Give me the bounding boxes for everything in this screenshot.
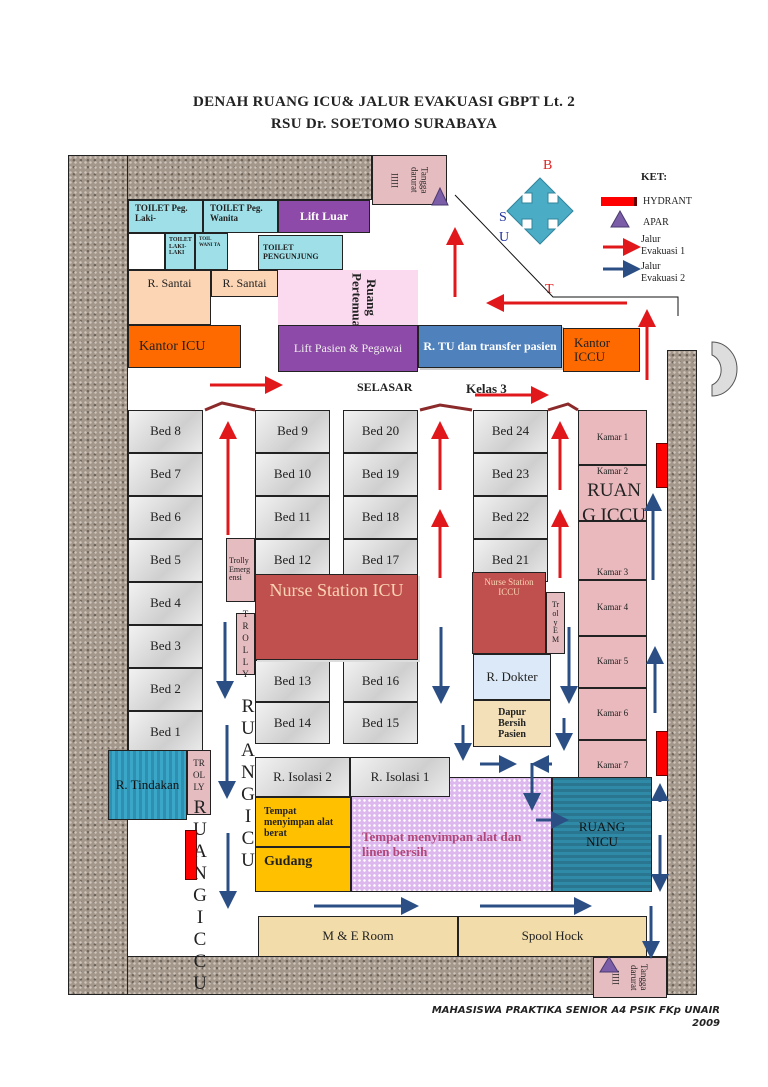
footer-line2: 2009 xyxy=(692,1018,720,1029)
title-line1: DENAH RUANG ICU& JALUR EVAKUASI GBPT Lt.… xyxy=(192,94,576,110)
toilet-peg-laki[interactable]: TOILET Peg. Laki- xyxy=(128,200,203,233)
ruang-tu-transfer[interactable]: R. TU dan transfer pasien xyxy=(418,325,562,368)
ruang-isolasi-2[interactable]: R. Isolasi 2 xyxy=(255,757,350,797)
bed[interactable]: Bed 20 xyxy=(343,410,418,453)
trolly-em[interactable]: Troly EM xyxy=(546,592,565,654)
compass-south: T xyxy=(545,282,554,297)
me-room[interactable]: M & E Room xyxy=(258,916,458,957)
ruang-nicu[interactable]: RUANG NICU xyxy=(552,777,652,892)
wall-left xyxy=(68,155,128,995)
bed[interactable]: Bed 6 xyxy=(128,496,203,539)
bed[interactable]: Bed 24 xyxy=(473,410,548,453)
kamar[interactable]: Kamar 3 xyxy=(578,521,647,580)
gudang[interactable]: Gudang xyxy=(255,847,351,892)
legend-apar: APAR xyxy=(643,217,669,228)
bed[interactable]: Bed 18 xyxy=(343,496,418,539)
dapur-bersih-pasien[interactable]: Dapur Bersih Pasien xyxy=(473,700,551,747)
toilet-laki-laki[interactable]: TOILET LAKI-LAKI xyxy=(165,233,195,270)
toilet-wanita[interactable]: TOIL WANI TA xyxy=(195,233,228,270)
bed[interactable]: Bed 22 xyxy=(473,496,548,539)
bed[interactable]: Bed 7 xyxy=(128,453,203,496)
bed[interactable]: Bed 9 xyxy=(255,410,330,453)
bed[interactable]: Bed 1 xyxy=(128,711,203,754)
kamar[interactable]: Kamar 1 xyxy=(578,410,647,465)
toilet-peg-wanita[interactable]: TOILET Peg. Wanita xyxy=(203,200,278,233)
toilet-pengunjung[interactable]: TOILET PENGUNJUNG xyxy=(258,235,343,270)
compass-west: S xyxy=(499,210,507,225)
compass-north: B xyxy=(543,158,553,173)
tempat-alat-berat[interactable]: Tempat menyimpan alat berat xyxy=(255,797,351,847)
legend-heading: KET: xyxy=(641,171,668,183)
title-line2: RSU Dr. SOETOMO SURABAYA xyxy=(270,116,498,132)
door-swings xyxy=(204,401,579,412)
bed[interactable]: Bed 23 xyxy=(473,453,548,496)
ruang-iccu-vertical-label: RUANG ICCU xyxy=(193,797,207,994)
lift-luar[interactable]: Lift Luar xyxy=(278,200,370,233)
bed[interactable]: Bed 13 xyxy=(255,660,330,702)
ruang-pertemuan[interactable]: Ruang Pertemuan xyxy=(278,270,418,334)
bed[interactable]: Bed 10 xyxy=(255,453,330,496)
tangga-bottom[interactable]: IIIII Tangga darurat xyxy=(593,957,667,998)
stair-marks: IIIII xyxy=(611,970,622,985)
bed[interactable]: Bed 16 xyxy=(343,660,418,702)
kantor-iccu[interactable]: Kantor ICCU xyxy=(563,328,640,372)
footer-line1: MAHASISWA PRAKTIKA SENIOR A4 PSIK FKp UN… xyxy=(431,1005,720,1016)
kamar[interactable]: Kamar 4 xyxy=(578,580,647,636)
toilet-entry xyxy=(128,233,165,270)
trolly-tindakan[interactable]: TROLLY xyxy=(187,750,211,815)
kamar-column: Kamar 1 Kamar 2 Kamar 3 Kamar 4 Kamar 5 … xyxy=(578,410,647,792)
bed[interactable]: Bed 15 xyxy=(343,702,418,744)
legend-hydrant-icon xyxy=(601,197,637,206)
kamar[interactable]: Kamar 5 xyxy=(578,636,647,688)
bed-column-3-bottom: Bed 16 Bed 15 xyxy=(343,660,418,744)
nurse-station-iccu[interactable]: Nurse Station ICCU xyxy=(472,572,546,654)
ruang-tindakan[interactable]: R. Tindakan xyxy=(108,750,187,820)
tangga-top[interactable]: IIIII Tangga darurat xyxy=(372,155,447,205)
nurse-station-icu[interactable]: Nurse Station ICU xyxy=(255,574,418,660)
bed-column-3: Bed 20 Bed 19 Bed 18 Bed 17 xyxy=(343,410,418,582)
bed-column-2: Bed 9 Bed 10 Bed 11 Bed 12 xyxy=(255,410,330,582)
bed[interactable]: Bed 5 xyxy=(128,539,203,582)
legend-route2: Jalur Evakuasi 2 xyxy=(641,261,686,284)
ruang-icu-vertical-label: RUANG ICU xyxy=(241,696,255,871)
bed[interactable]: Bed 19 xyxy=(343,453,418,496)
stair-curve xyxy=(711,341,738,397)
bed-column-2-bottom: Bed 13 Bed 14 xyxy=(255,660,330,744)
bed[interactable]: Bed 2 xyxy=(128,668,203,711)
legend-route1: Jalur Evakuasi 1 xyxy=(641,234,686,257)
hydrant-icon xyxy=(185,830,197,880)
stair-marks: IIIII xyxy=(389,172,400,188)
hydrant-icon xyxy=(656,731,668,776)
bed-column-1: Bed 8 Bed 7 Bed 6 Bed 5 Bed 4 Bed 3 Bed … xyxy=(128,410,203,754)
kamar[interactable]: Kamar 2 xyxy=(578,465,647,521)
ruang-santai-2[interactable]: R. Santai xyxy=(211,270,278,297)
kamar[interactable]: Kamar 6 xyxy=(578,688,647,740)
bed[interactable]: Bed 14 xyxy=(255,702,330,744)
ruang-dokter[interactable]: R. Dokter xyxy=(473,654,551,700)
compass-icon xyxy=(506,177,574,245)
trolly-emergensi[interactable]: Trolly Emergensi xyxy=(226,538,255,602)
ruang-santai-1[interactable]: R. Santai xyxy=(128,270,211,325)
bed[interactable]: Bed 4 xyxy=(128,582,203,625)
legend-apar-icon xyxy=(610,209,630,228)
bed-column-4: Bed 24 Bed 23 Bed 22 Bed 21 xyxy=(473,410,548,582)
bed[interactable]: Bed 8 xyxy=(128,410,203,453)
ruang-iccu-overlay: RUANG ICCU xyxy=(582,480,646,526)
bed[interactable]: Bed 3 xyxy=(128,625,203,668)
kantor-icu[interactable]: Kantor ICU xyxy=(128,325,241,368)
kelas3-label: Kelas 3 xyxy=(466,381,507,396)
selasar-label: SELASAR xyxy=(357,380,413,394)
ruang-isolasi-1[interactable]: R. Isolasi 1 xyxy=(350,757,450,797)
hydrant-icon xyxy=(656,443,668,488)
trolly[interactable]: TROLLY xyxy=(236,609,255,679)
wall-right xyxy=(667,350,697,995)
legend-hydrant: HYDRANT xyxy=(643,196,692,207)
lift-pasien-pegawai[interactable]: Lift Pasien & Pegawai xyxy=(278,325,418,372)
spool-hock[interactable]: Spool Hock xyxy=(458,916,647,957)
bed[interactable]: Bed 11 xyxy=(255,496,330,539)
compass-east: U xyxy=(499,230,510,245)
